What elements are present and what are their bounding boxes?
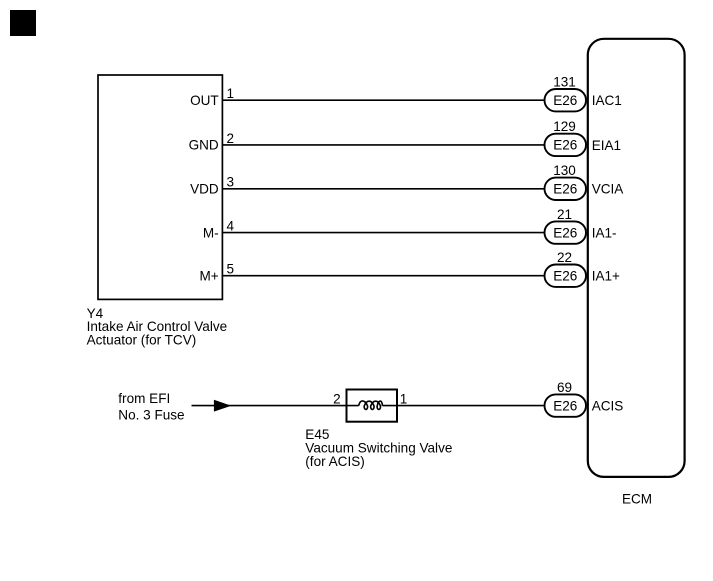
svg-text:E26: E26 [553,182,577,197]
svg-text:ACIS: ACIS [592,399,624,414]
svg-text:E26: E26 [553,269,577,284]
svg-text:E26: E26 [553,138,577,153]
svg-text:21: 21 [557,207,572,222]
svg-text:E26: E26 [553,398,577,413]
svg-text:1: 1 [400,391,408,406]
svg-text:ECM: ECM [622,492,652,507]
svg-text:22: 22 [557,250,572,265]
svg-text:IAC1: IAC1 [592,93,622,108]
svg-text:130: 130 [553,163,576,178]
svg-text:2: 2 [227,131,235,146]
svg-text:131: 131 [553,75,576,90]
svg-text:Actuator (for TCV): Actuator (for TCV) [87,333,197,348]
svg-text:4: 4 [227,219,235,234]
svg-text:Y4: Y4 [87,306,104,321]
svg-text:2: 2 [333,391,341,406]
svg-text:VCIA: VCIA [592,182,625,197]
svg-text:Intake Air Control Valve: Intake Air Control Valve [87,319,228,334]
svg-text:Vacuum Switching Valve: Vacuum Switching Valve [305,441,452,456]
svg-text:3: 3 [227,175,235,190]
svg-text:EIA1: EIA1 [592,138,621,153]
svg-text:M+: M+ [199,269,218,284]
svg-text:129: 129 [553,119,576,134]
svg-text:No. 3 Fuse: No. 3 Fuse [118,408,184,423]
svg-text:1: 1 [227,86,235,101]
svg-text:5: 5 [227,262,235,277]
svg-text:(for ACIS): (for ACIS) [305,454,364,469]
svg-text:from EFI: from EFI [118,391,170,406]
svg-text:M-: M- [203,225,219,240]
svg-text:69: 69 [557,380,572,395]
svg-text:E26: E26 [553,93,577,108]
svg-text:E45: E45 [305,427,329,442]
svg-text:OUT: OUT [190,93,219,108]
svg-text:E26: E26 [553,225,577,240]
svg-text:VDD: VDD [190,182,219,197]
svg-text:GND: GND [189,138,219,153]
svg-text:IA1+: IA1+ [592,269,620,284]
svg-text:IA1-: IA1- [592,226,617,241]
